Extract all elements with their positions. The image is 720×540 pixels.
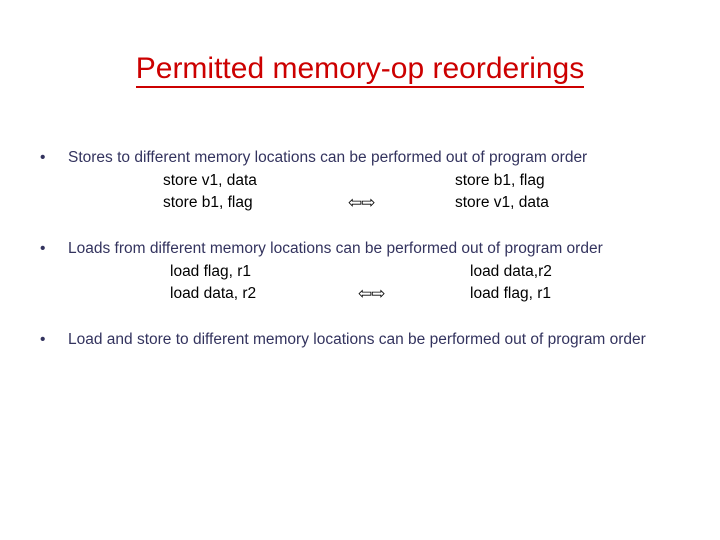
page-title-text: Permitted memory-op reorderings xyxy=(135,52,585,88)
bullet-text-load-store: Load and store to different memory locat… xyxy=(68,331,646,348)
example-left-before: store v1, data xyxy=(163,172,257,189)
bullet-item-stores: • Stores to different memory locations c… xyxy=(0,148,720,167)
bullet-block-loads: • Loads from different memory locations … xyxy=(0,239,720,305)
block-spacer xyxy=(0,214,720,239)
bullet-marker-icon: • xyxy=(40,149,46,166)
example-row: store b1, flag ⇦⇨ store v1, data xyxy=(0,192,720,214)
bullet-marker-icon: • xyxy=(40,331,46,348)
bullet-block-load-store: • Load and store to different memory loc… xyxy=(0,330,720,349)
bullet-item-load-store: • Load and store to different memory loc… xyxy=(0,330,720,349)
example-row: store v1, data store b1, flag xyxy=(0,170,720,192)
bullet-text-loads: Loads from different memory locations ca… xyxy=(68,240,603,257)
example-right-after: store b1, flag xyxy=(455,172,545,189)
example-row: load flag, r1 load data,r2 xyxy=(0,261,720,283)
bullet-marker-icon: • xyxy=(40,240,46,257)
example-left-before: load data, r2 xyxy=(170,285,257,302)
reorder-arrow-icon: ⇦⇨ xyxy=(348,193,375,212)
bullet-text-stores: Stores to different memory locations can… xyxy=(68,149,588,166)
slide-body: • Stores to different memory locations c… xyxy=(0,148,720,349)
example-left-before: load flag, r1 xyxy=(170,263,251,280)
example-left-before: store b1, flag xyxy=(163,194,253,211)
example-right-after: load flag, r1 xyxy=(470,285,551,302)
page-title: Permitted memory-op reorderings xyxy=(0,52,720,88)
example-right-after: load data,r2 xyxy=(470,263,552,280)
example-pair-loads: load flag, r1 load data,r2 load data, r2… xyxy=(0,261,720,305)
example-right-after: store v1, data xyxy=(455,194,549,211)
reorder-arrow-icon: ⇦⇨ xyxy=(358,284,385,303)
bullet-block-stores: • Stores to different memory locations c… xyxy=(0,148,720,214)
block-spacer xyxy=(0,305,720,330)
bullet-item-loads: • Loads from different memory locations … xyxy=(0,239,720,258)
example-row: load data, r2 ⇦⇨ load flag, r1 xyxy=(0,283,720,305)
example-pair-stores: store v1, data store b1, flag store b1, … xyxy=(0,170,720,214)
